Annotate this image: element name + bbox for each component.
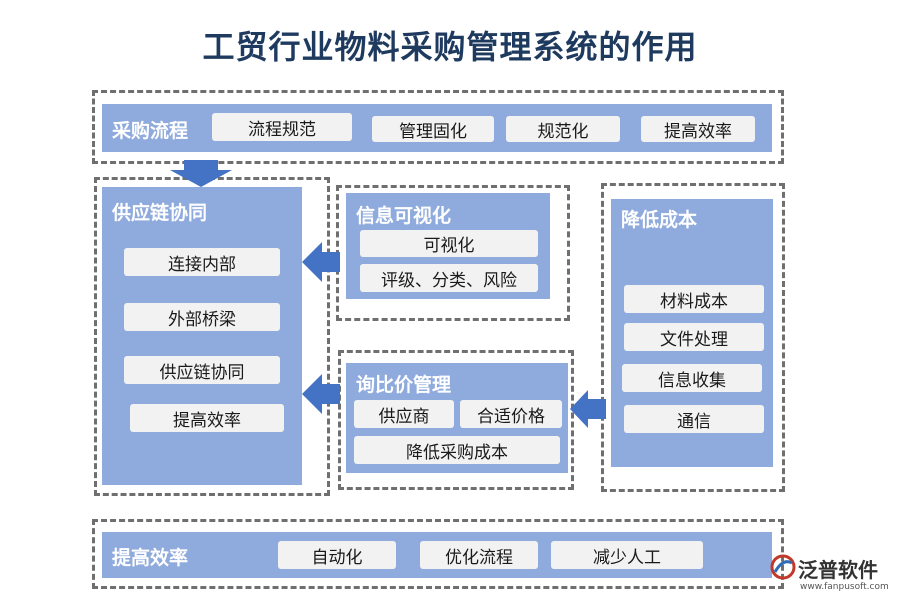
arrow-left-icon: [570, 390, 606, 428]
inquiry-title: 询比价管理: [356, 374, 452, 396]
procurement-item: 规范化: [506, 116, 620, 142]
cost-title: 降低成本: [621, 209, 698, 231]
efficiency-item: 减少人工: [551, 541, 703, 569]
procurement-item: 流程规范: [212, 113, 352, 141]
diagram-title: 工贸行业物料采购管理系统的作用: [202, 28, 698, 66]
inquiry-item: 合适价格: [460, 400, 562, 428]
efficiency-item: 自动化: [278, 541, 396, 569]
fanpu-logo-icon: [770, 554, 796, 580]
logo-url: www.fanpusoft.com: [800, 582, 889, 592]
cost-item: 材料成本: [624, 285, 764, 313]
inquiry-item: 降低采购成本: [354, 436, 560, 464]
inquiry-item: 供应商: [354, 400, 454, 428]
supply-chain-item: 外部桥梁: [124, 303, 280, 331]
efficiency-item: 优化流程: [420, 541, 538, 569]
efficiency-title: 提高效率: [112, 547, 189, 569]
cost-item: 信息收集: [622, 364, 762, 392]
cost-section: [601, 183, 785, 492]
cost-item: 文件处理: [624, 323, 764, 351]
arrow-left-icon: [302, 374, 340, 414]
cost-item: 通信: [624, 405, 764, 433]
efficiency-section: [92, 519, 784, 589]
procurement-section: [92, 90, 784, 164]
inquiry-section: [338, 350, 574, 490]
arrow-left-icon: [302, 242, 340, 282]
supply-chain-item: 供应链协同: [124, 356, 280, 384]
info-visual-item: 可视化: [360, 230, 538, 257]
arrow-down-icon: [170, 160, 232, 187]
procurement-item: 管理固化: [372, 116, 494, 142]
info-visual-item: 评级、分类、风险: [360, 264, 538, 292]
procurement-title: 采购流程: [112, 120, 189, 142]
supply-chain-title: 供应链协同: [112, 202, 208, 224]
supply-chain-item: 提高效率: [130, 404, 284, 432]
supply-chain-panel: [102, 187, 302, 485]
procurement-item: 提高效率: [641, 116, 755, 142]
logo-name: 泛普软件: [798, 558, 878, 582]
info-visual-title: 信息可视化: [356, 205, 452, 227]
supply-chain-item: 连接内部: [124, 248, 280, 276]
